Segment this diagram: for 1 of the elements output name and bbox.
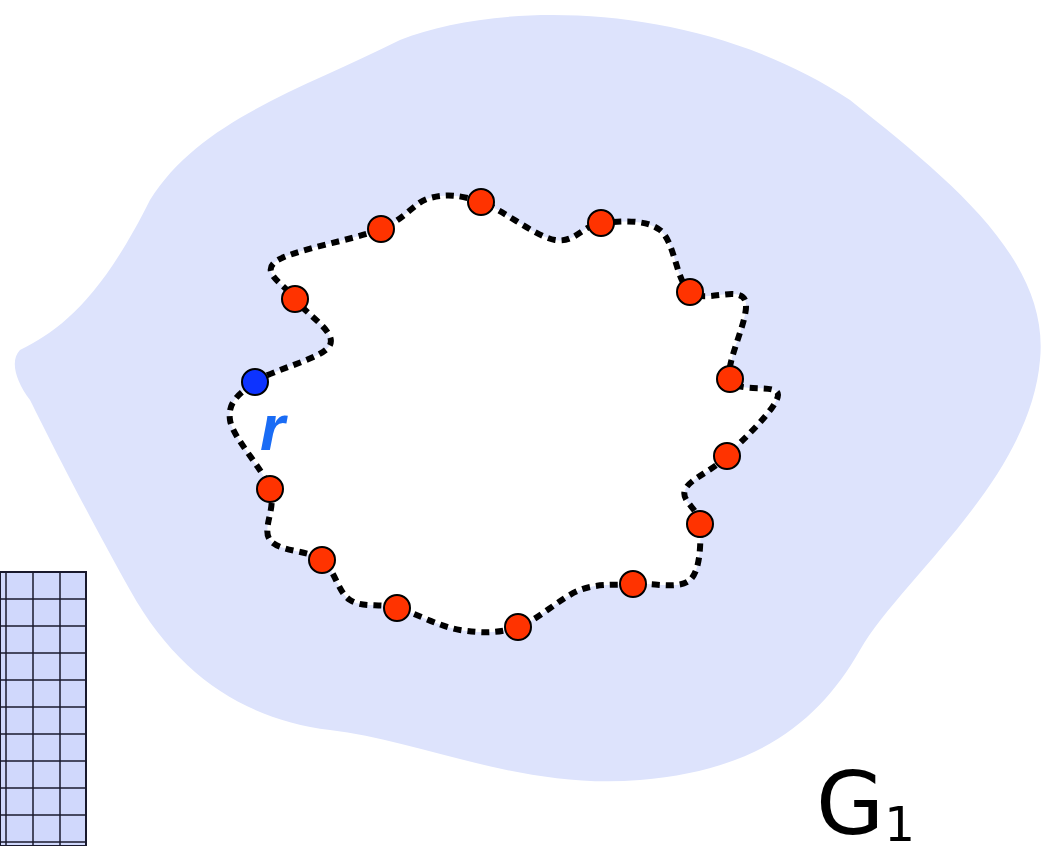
graph-label: G$_{1}$ bbox=[816, 760, 915, 846]
